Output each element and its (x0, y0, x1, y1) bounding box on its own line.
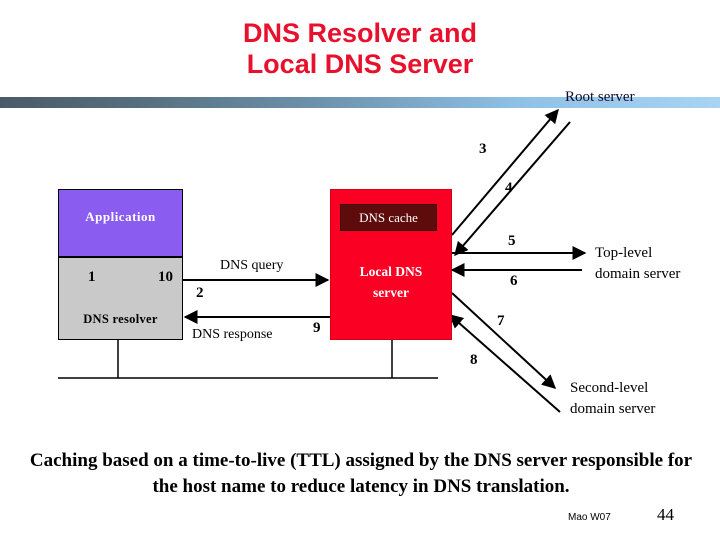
tld-label-line-1: Top-level (595, 245, 653, 261)
step-number-1: 1 (88, 269, 96, 285)
dns-query-label: DNS query (220, 258, 284, 273)
step-number-3: 3 (479, 141, 487, 157)
step-number-2: 2 (196, 285, 204, 301)
local-dns-server-label-line-2: server (373, 285, 409, 300)
local-dns-server-label-line-1: Local DNS (359, 264, 423, 279)
step-number-7: 7 (497, 313, 505, 329)
caption-line-2: responsible for the host name to reduce … (152, 450, 693, 497)
step-number-6: 6 (510, 273, 518, 289)
dns-cache-box[interactable]: DNS cache (340, 204, 437, 231)
second-level-domain-server-label: Second-level domain server (570, 378, 655, 420)
top-level-domain-server-label: Top-level domain server (595, 243, 680, 285)
root-server-label: Root server (565, 89, 635, 105)
application-box[interactable]: Application (58, 189, 183, 257)
dns-resolver-label: DNS resolver (83, 312, 158, 326)
arrow-step-3 (451, 108, 559, 236)
tld-label-line-2: domain server (595, 266, 681, 282)
page-title: DNS Resolver and Local DNS Server (0, 18, 720, 80)
step-number-8: 8 (470, 352, 478, 368)
step-number-5: 5 (508, 233, 516, 249)
dns-cache-label: DNS cache (359, 210, 418, 225)
title-line-2: Local DNS Server (246, 49, 474, 79)
dns-response-label: DNS response (192, 327, 273, 342)
arrow-step-8 (448, 314, 561, 413)
footer-author: Mao W07 (568, 512, 611, 523)
caption-line-1: Caching based on a time-to-live (TTL) as… (29, 450, 567, 471)
dns-resolver-box[interactable]: DNS resolver (58, 257, 183, 340)
header-gradient-bar (0, 97, 720, 108)
step-number-4: 4 (505, 180, 513, 196)
footer-page-number: 44 (657, 505, 674, 524)
step-number-9: 9 (313, 320, 321, 336)
sld-label-line-2: domain server (570, 401, 656, 417)
local-dns-server-label: Local DNS server (331, 261, 451, 303)
slide-caption: Caching based on a time-to-live (TTL) as… (18, 448, 704, 500)
arrow-step-7 (451, 292, 557, 389)
title-line-1: DNS Resolver and (242, 18, 478, 48)
sld-label-line-1: Second-level (570, 380, 649, 396)
step-number-10: 10 (158, 269, 173, 285)
application-label: Application (85, 209, 156, 224)
